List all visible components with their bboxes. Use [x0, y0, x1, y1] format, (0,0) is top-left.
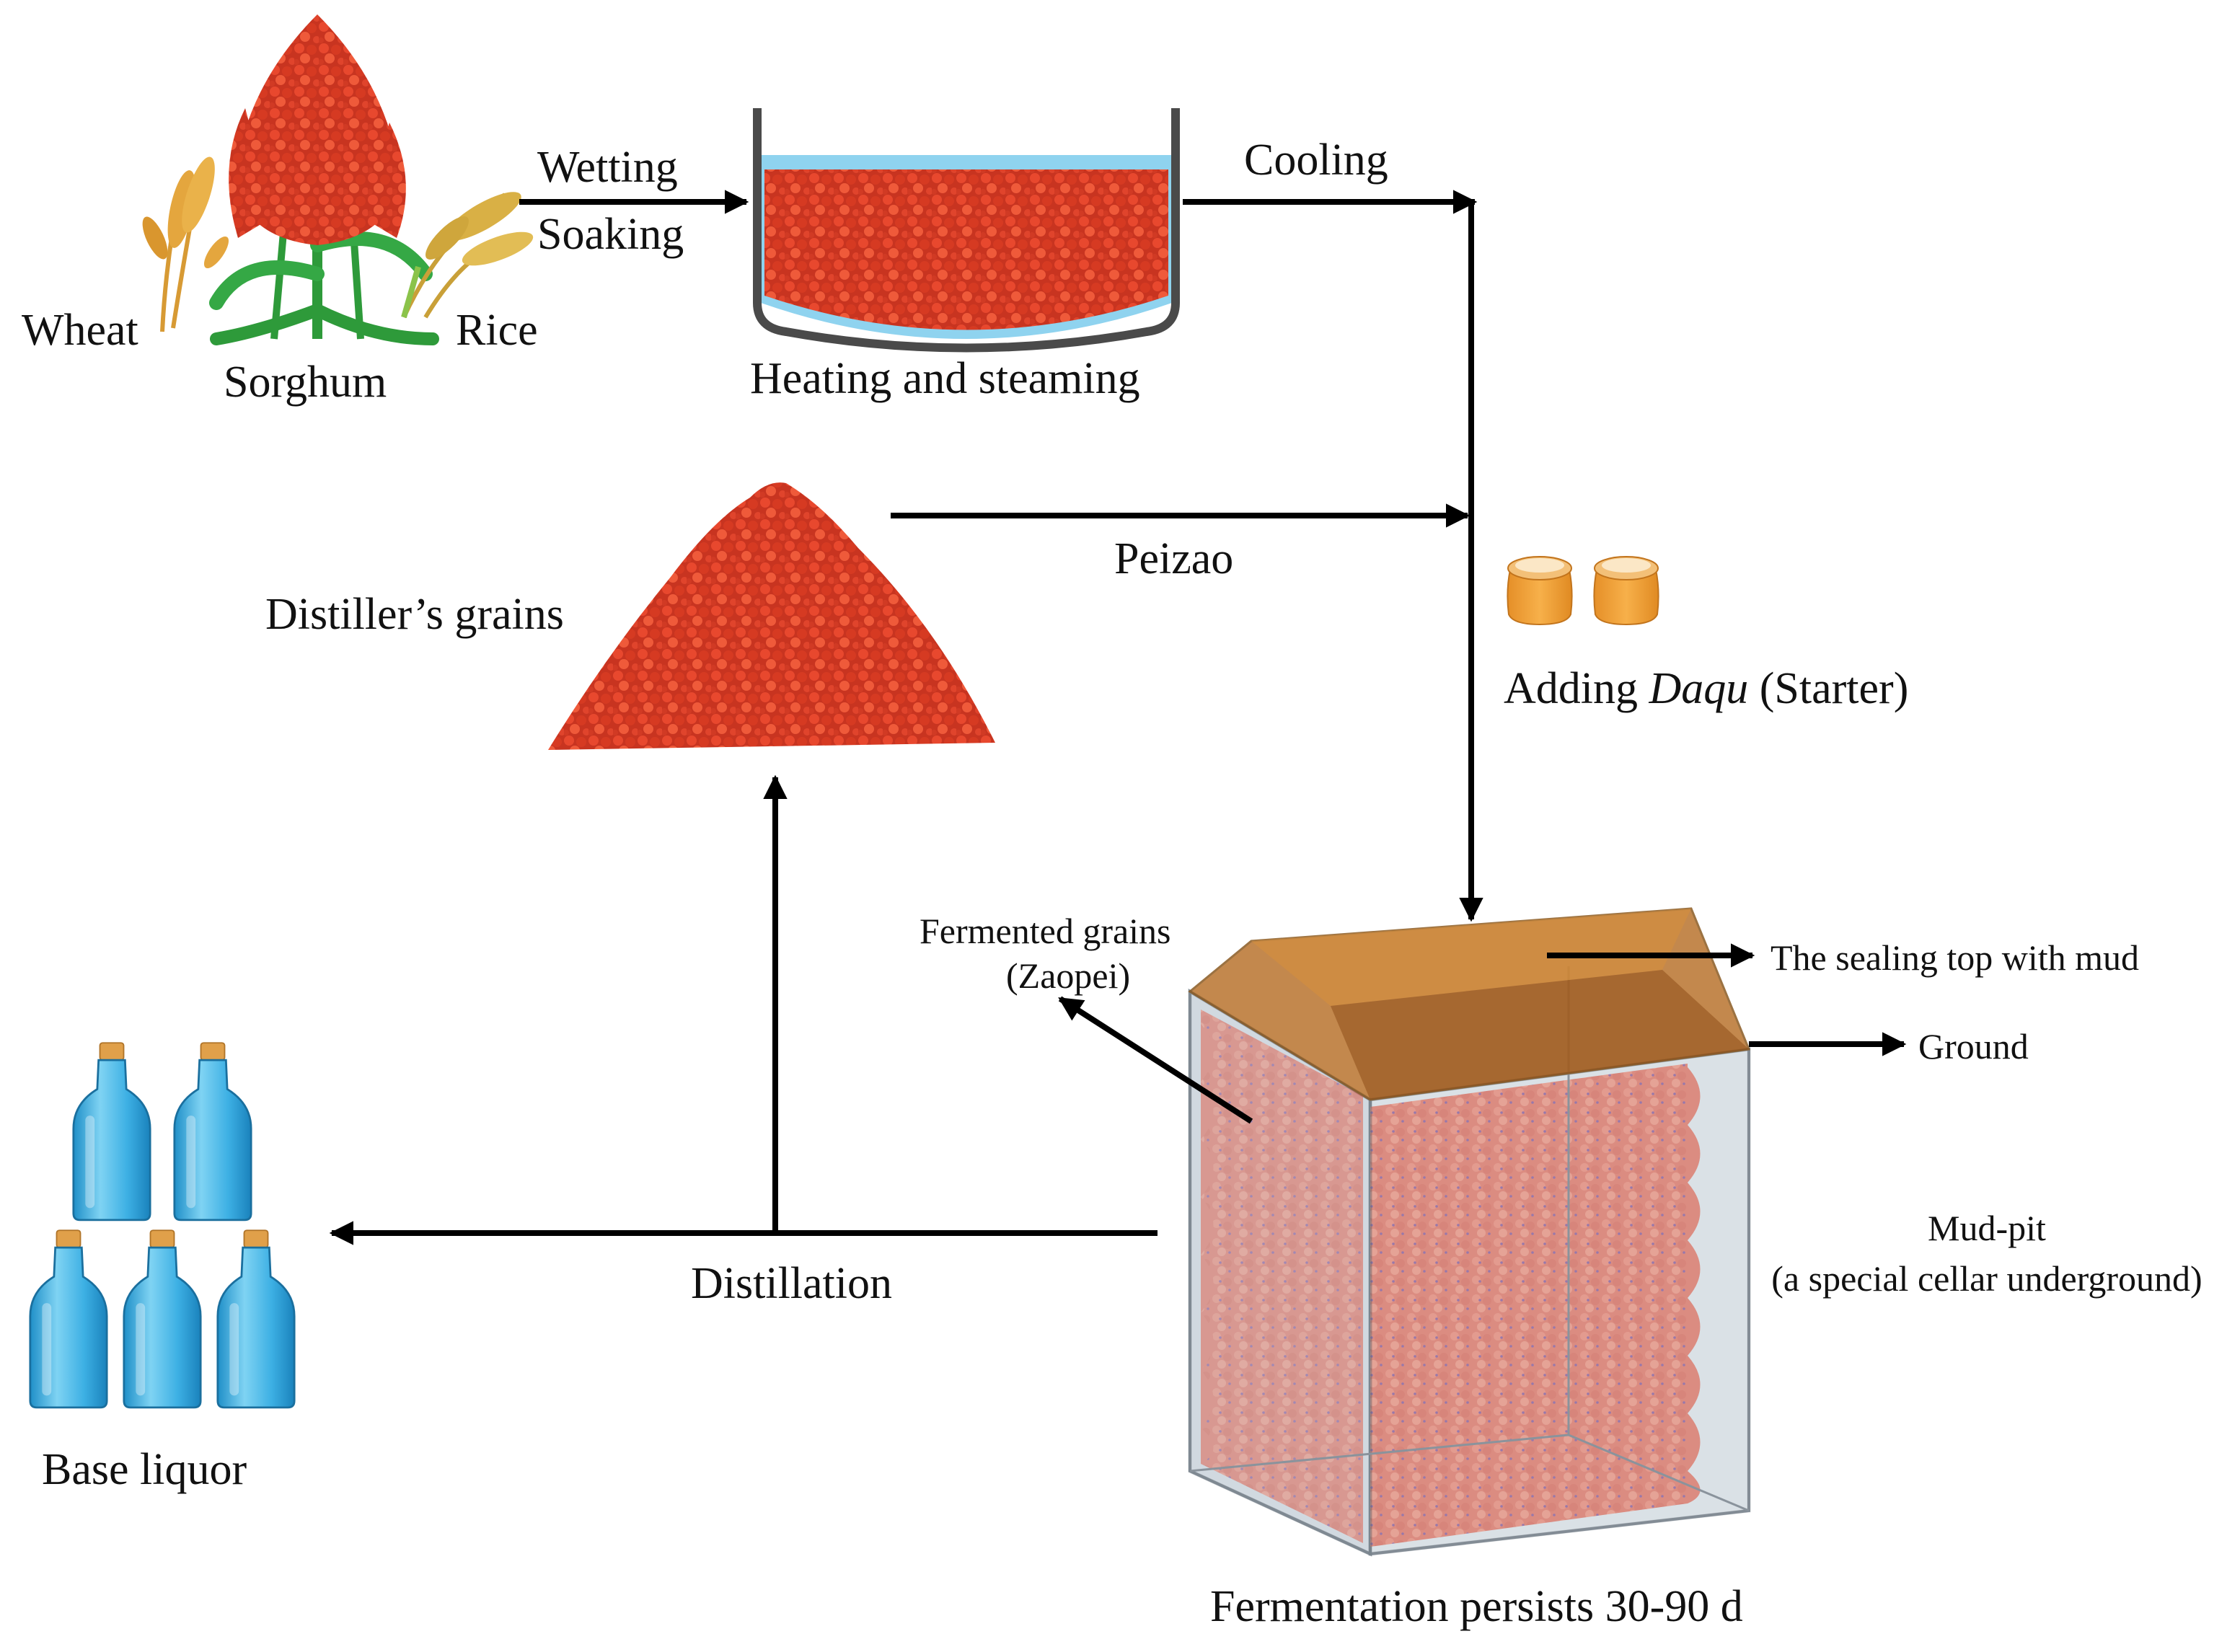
- grain-pile-icon: [548, 482, 995, 750]
- fermentation-label: Fermentation persists 30-90 d: [1210, 1582, 1743, 1631]
- sealing-top-label: The sealing top with mud: [1771, 937, 2139, 978]
- base-liquor-label: Base liquor: [42, 1445, 247, 1494]
- distillation-label: Distillation: [691, 1259, 892, 1308]
- rice-label: Rice: [456, 306, 538, 355]
- rice-icon: [401, 192, 534, 319]
- mud-pit-icon: [1188, 907, 1751, 1557]
- liquor-bottle-icon: [29, 1229, 108, 1409]
- wetting-label: Wetting: [537, 143, 678, 192]
- soaking-label: Soaking: [537, 210, 684, 259]
- fermented-grains-pointer: [1058, 996, 1253, 1124]
- heating-label: Heating and steaming: [750, 354, 1140, 403]
- wheat-icon: [142, 156, 229, 332]
- daqu-sack-icon: [1507, 556, 1573, 625]
- steaming-pot-icon: [753, 108, 1180, 353]
- sorghum-label: Sorghum: [224, 358, 387, 407]
- peizao-label: Peizao: [1114, 534, 1233, 583]
- zaopei-label: (Zaopei): [1006, 955, 1130, 996]
- liquor-bottle-icon: [173, 1042, 252, 1222]
- mud-pit-label: Mud-pit: [1928, 1208, 2046, 1248]
- ground-label: Ground: [1918, 1026, 2029, 1066]
- fermented-grains-label: Fermented grains: [920, 911, 1171, 951]
- liquor-bottle-icon: [216, 1229, 296, 1409]
- mud-pit-desc: (a special cellar underground): [1771, 1258, 2202, 1299]
- wheat-label: Wheat: [22, 306, 138, 355]
- distillers-grains-label: Distiller’s grains: [265, 590, 564, 639]
- sorghum-icon: [209, 14, 439, 345]
- cooling-label: Cooling: [1244, 136, 1388, 185]
- liquor-bottle-icon: [123, 1229, 202, 1409]
- adding-daqu-label: Adding Daqu (Starter): [1504, 664, 1908, 713]
- daqu-sack-icon: [1593, 556, 1659, 625]
- liquor-bottle-icon: [72, 1042, 151, 1222]
